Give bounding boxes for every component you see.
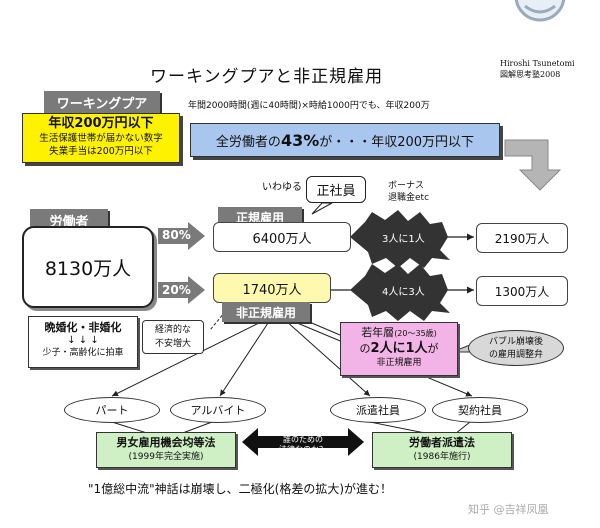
bubble-line1: バブル崩壊後 (488, 337, 543, 347)
banner-prefix: 全労働者の (215, 134, 281, 150)
bonus-line1: ボーナス (388, 181, 425, 191)
center-double-arrow (242, 428, 364, 456)
economic-box: 経済的な 不安増大 (142, 320, 204, 354)
regular-value-box: 6400万人 (213, 222, 351, 252)
regular-pct: 80% (162, 228, 191, 242)
nonregular-burst (350, 264, 450, 321)
law2-title: 労働者派遣法 (409, 436, 475, 449)
lm-arrows: ↓ ↓ ↓ (67, 335, 99, 346)
econ-line2: 不安増大 (154, 339, 191, 349)
bubble-callout: バブル崩壊後 の雇用調整弁 (468, 330, 564, 366)
arrow-80 (158, 222, 205, 250)
nonregular-result-box: 1300万人 (476, 276, 568, 306)
young-line1: 若年層(20～35歳) (341, 325, 457, 341)
young-label: 若年層 (361, 326, 395, 339)
nonregular-pct: 20% (162, 283, 191, 297)
young-line3: 非正規雇用 (376, 358, 422, 368)
iwayuru-text: いわゆる (262, 182, 302, 193)
arrow-20 (158, 276, 205, 304)
seishain-callout: 正社員 (306, 176, 366, 203)
banner-pct: 43% (280, 130, 320, 150)
wp-line2: 生活保護世帯が届かない数字 (39, 133, 163, 144)
center-question: 誰のための 法律なのか？ (262, 434, 344, 456)
law2-year: (1986年施行) (413, 452, 471, 462)
type-part: パート (64, 397, 160, 423)
law2-box: 労働者派遣法 (1986年施行) (372, 432, 512, 468)
bottom-statement: "1億総中流"神話は崩壊し、二極化(格差の拡大)が進む！ (88, 482, 393, 496)
type-haken: 派遣社員 (330, 397, 426, 423)
gray-arrow (504, 139, 562, 191)
regular-burst (350, 210, 450, 268)
law1-box: 男女雇用機会均等法 (1999年完全実施) (96, 432, 236, 468)
law1-year: (1999年完全実施) (128, 452, 204, 462)
type-keiyaku: 契約社員 (432, 397, 528, 423)
author-sub: 図解思考塾2008 (500, 70, 561, 79)
lm-line1: 晩婚化・非婚化 (44, 321, 122, 334)
young-range: (20～35歳) (394, 329, 437, 338)
young-line2: の2人に1人が (359, 341, 439, 356)
late-marriage-box: 晩婚化・非婚化 ↓ ↓ ↓ 少子・高齢化に拍車 (28, 316, 138, 368)
labor-value-box: 8130万人 (22, 226, 154, 308)
labor-label: 労働者 (30, 209, 108, 231)
econ-line1: 経済的な (154, 325, 191, 335)
banner-suffix: が・・・年収200万円以下 (319, 134, 475, 150)
cq-line1: 誰のための (283, 435, 323, 444)
author-name: Hiroshi Tsunetomi (500, 59, 575, 68)
wp-line1: 年収200万円以下 (48, 116, 154, 131)
watermark: 知乎 @吉祥凤凰 (468, 503, 549, 516)
nonregular-label: 非正規雇用 (222, 302, 310, 322)
working-poor-box: 年収200万円以下 生活保護世帯が届かない数字 失業手当は200万円以下 (22, 113, 180, 163)
lm-line2: 少子・高齢化に拍車 (42, 348, 124, 358)
page-title: ワーキングプアと非正規雇用 (150, 67, 384, 87)
bubble-line2: の雇用調整弁 (488, 350, 543, 360)
regular-ratio: 3人に1人 (382, 234, 425, 245)
calc-note: 年間2000時間(週に40時間)×時給1000円でも、年収200万 (188, 101, 430, 111)
nonregular-ratio: 4人に3人 (382, 287, 425, 298)
working-poor-label: ワーキングプア (44, 91, 160, 113)
law1-title: 男女雇用機会均等法 (116, 436, 216, 449)
regular-result-box: 2190万人 (476, 223, 568, 253)
young-ratio: 2人に1人 (370, 341, 428, 356)
author-block: Hiroshi Tsunetomi 図解思考塾2008 (500, 58, 575, 80)
bonus-line2: 退職金etc (388, 193, 430, 203)
young-box: 若年層(20～35歳) の2人に1人が 非正規雇用 (340, 322, 458, 376)
cq-line2: 法律なのか？ (279, 445, 327, 454)
wp-line3: 失業手当は200万円以下 (49, 146, 153, 157)
nonregular-value-box: 1740万人 (213, 273, 331, 303)
bonus-text: ボーナス 退職金etc (388, 180, 429, 204)
blue-banner: 全労働者の 43% が・・・年収200万円以下 (190, 123, 500, 157)
type-arubaito: アルバイト (170, 397, 266, 423)
